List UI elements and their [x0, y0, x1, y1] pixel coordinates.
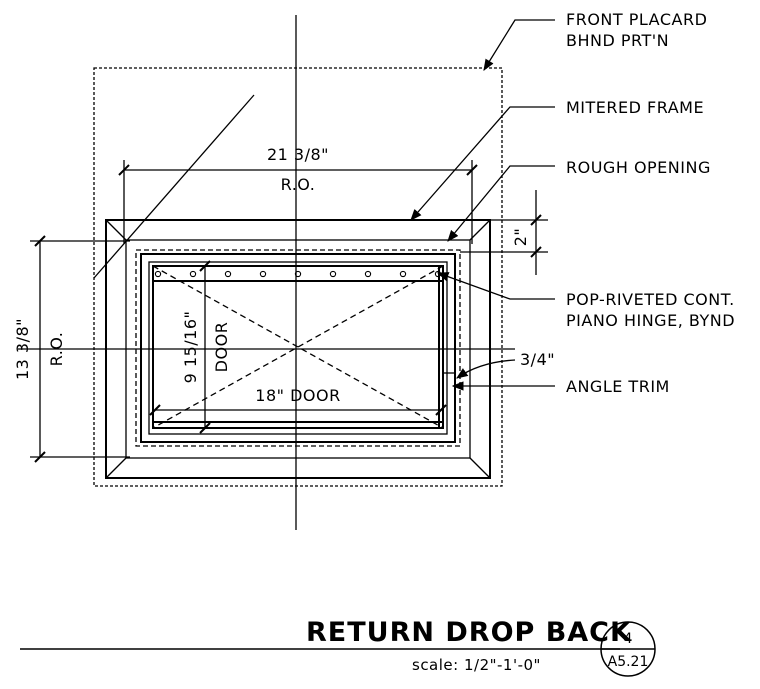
- frame-miter-lines: [105, 219, 491, 479]
- piano-hinge-note-line1: POP-RIVETED CONT.: [566, 290, 735, 309]
- front-placard-note-line2: BHND PRT'N: [566, 31, 669, 50]
- detail-title: RETURN DROP BACK: [306, 617, 632, 648]
- mitered-frame-inner: [125, 239, 471, 459]
- detail-scale: scale: 1/2"-1'-0": [412, 656, 541, 674]
- door-height-dimension: [199, 260, 211, 434]
- offset-2-dimension: [460, 190, 548, 275]
- front-placard-note-line1: FRONT PLACARD: [566, 10, 707, 29]
- detail-number: 4: [624, 631, 633, 647]
- ro-width-text: 21 3/8": [267, 145, 329, 164]
- door-width-text: 18" DOOR: [255, 386, 340, 405]
- ro-height-label: R.O.: [47, 332, 66, 367]
- mitered-frame-leader: [410, 106, 555, 221]
- door-height-text: 9 15/16": [181, 311, 200, 384]
- ro-height-dimension: [30, 235, 130, 463]
- angle-trim-note: ANGLE TRIM: [566, 377, 670, 396]
- door-width-dimension: [149, 404, 447, 416]
- ro-width-dimension: [118, 160, 478, 244]
- pop-rivets: [154, 270, 442, 278]
- mitered-frame-note: MITERED FRAME: [566, 98, 704, 117]
- rough-opening-note: ROUGH OPENING: [566, 158, 711, 177]
- angle-trim-inner: [148, 261, 448, 435]
- rough-opening-leader: [447, 165, 555, 242]
- front-placard-outline: [93, 67, 503, 487]
- rough-opening-outline: [135, 249, 461, 447]
- door-panel: [152, 265, 444, 429]
- sheet-number: A5.21: [608, 654, 649, 670]
- mitered-frame-outer: [105, 219, 491, 479]
- angle-trim-outline: [140, 253, 456, 443]
- door-diagonal-1: [152, 265, 444, 429]
- ro-width-label: R.O.: [281, 175, 316, 194]
- ro-height-text: 13 3/8": [13, 318, 32, 380]
- piano-hinge-leader: [436, 272, 555, 300]
- front-placard-leader: [483, 19, 555, 71]
- trim-3-4-text: 3/4": [520, 350, 555, 369]
- trim-3-4-leader: [443, 359, 516, 379]
- offset-2-text: 2": [511, 228, 530, 247]
- door-diagonal-2: [152, 265, 444, 429]
- piano-hinge-note-line2: PIANO HINGE, BYND: [566, 311, 735, 330]
- placard-leader-diagonal: [93, 94, 255, 279]
- door-height-label: DOOR: [212, 322, 231, 373]
